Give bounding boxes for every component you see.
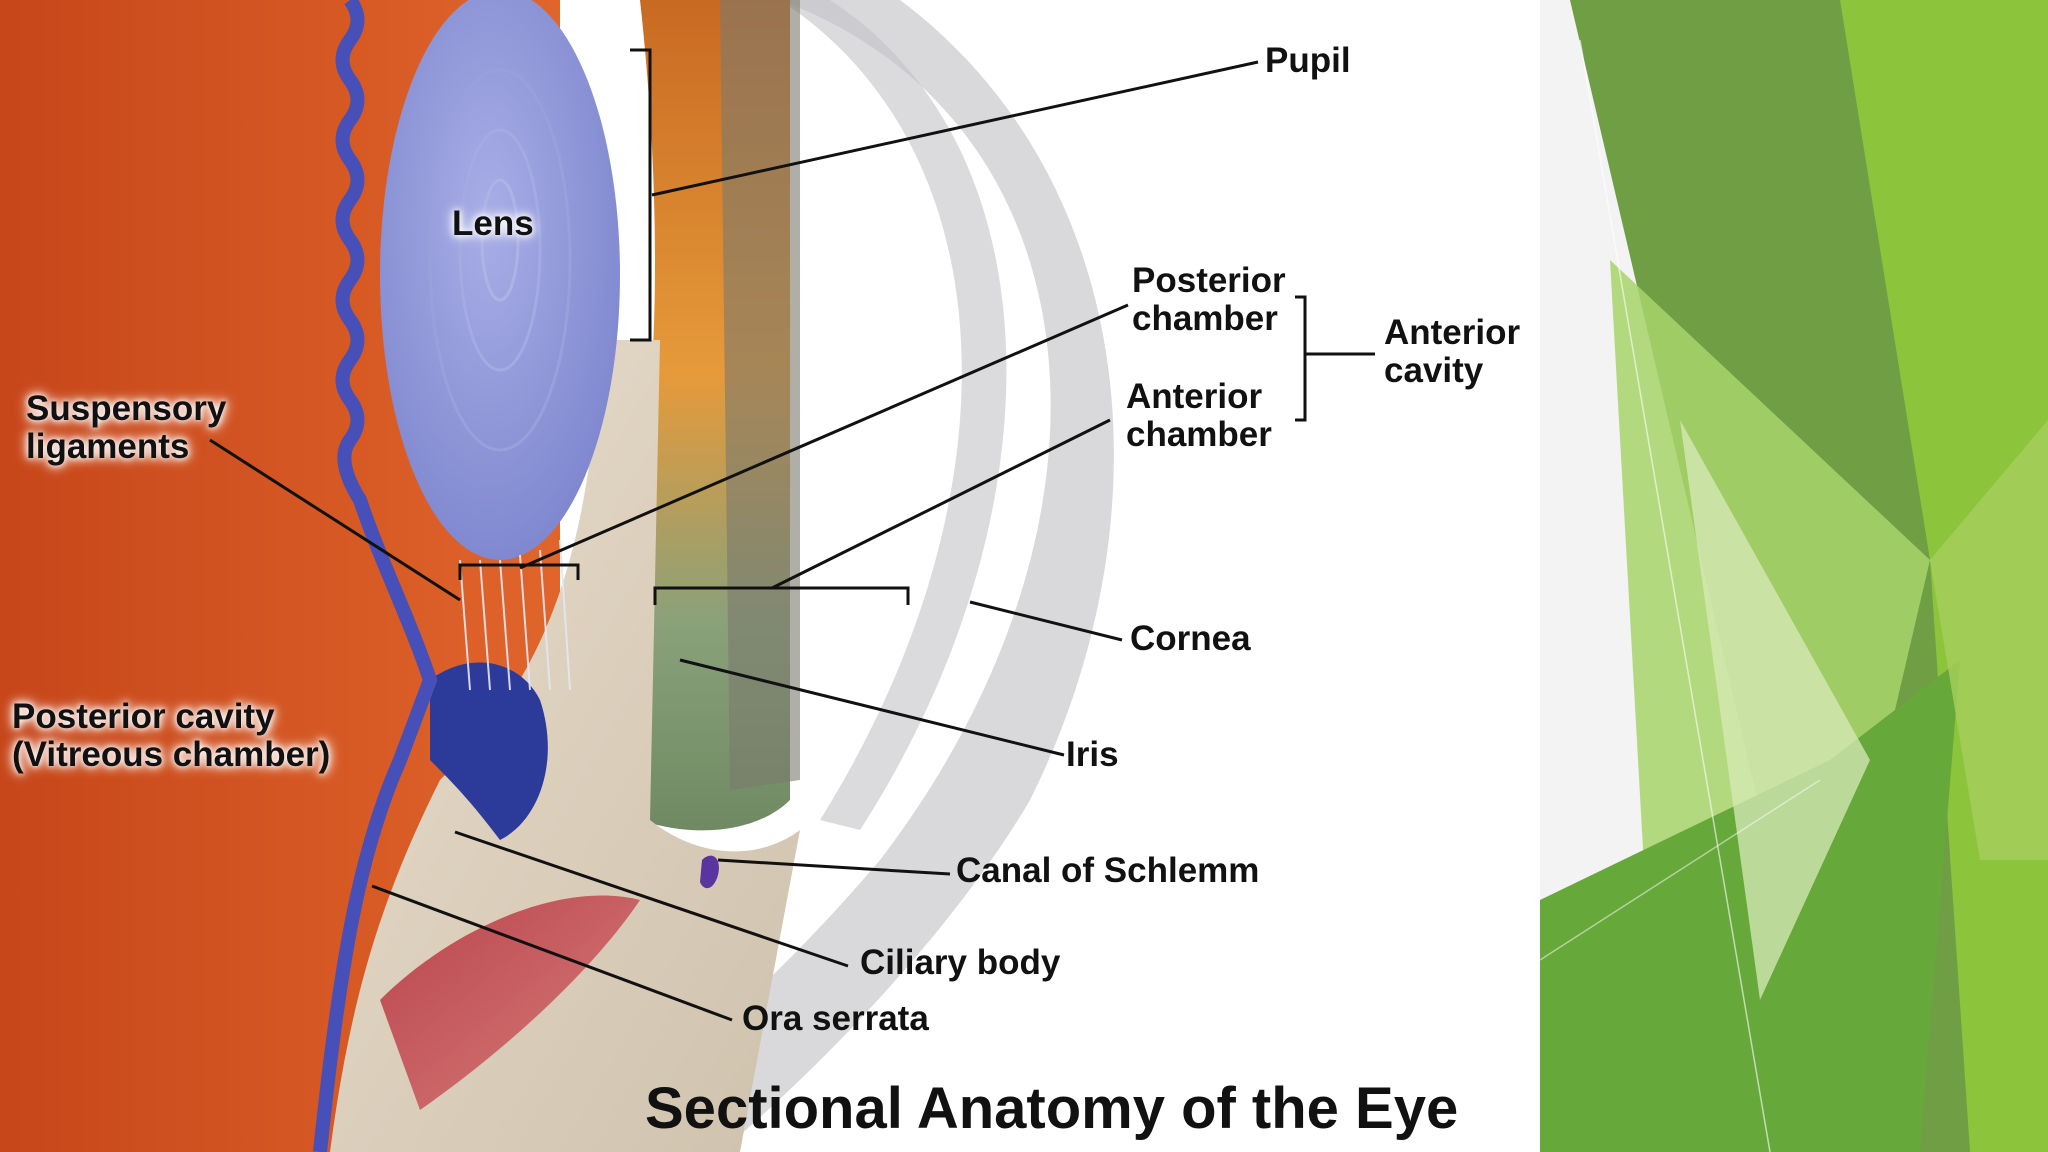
anterior-cavity-bracket: [1295, 295, 1375, 422]
retina-edge: [313, 0, 438, 1152]
lens-shape: [380, 0, 620, 560]
pupil-bracket: [630, 48, 652, 342]
label-suspensory-ligaments: Suspensory ligaments: [26, 389, 227, 466]
label-canal-of-schlemm: Canal of Schlemm: [956, 851, 1260, 890]
cornea-inner-shadow: [780, 0, 1007, 830]
diagram-title: Sectional Anatomy of the Eye: [645, 1076, 1459, 1141]
eye-section-illustration: [0, 0, 1375, 1152]
label-anterior-cavity: Anterior cavity: [1384, 313, 1521, 390]
label-posterior-cavity: Posterior cavity (Vitreous chamber): [12, 697, 331, 774]
label-iris: Iris: [1066, 735, 1119, 774]
label-ciliary-body: Ciliary body: [860, 943, 1061, 982]
label-pupil: Pupil: [1265, 41, 1351, 80]
label-cornea: Cornea: [1130, 619, 1251, 658]
label-lens: Lens: [452, 204, 534, 243]
iris-pigment-band: [720, 0, 800, 790]
label-posterior-chamber: Posterior chamber: [1132, 261, 1286, 338]
cornea-shape: [560, 0, 1114, 1152]
decorative-green-facets: [1540, 0, 2048, 1152]
ciliary-processes: [430, 662, 548, 840]
label-anterior-chamber: Anterior chamber: [1126, 377, 1272, 454]
label-ora-serrata: Ora serrata: [742, 999, 929, 1038]
